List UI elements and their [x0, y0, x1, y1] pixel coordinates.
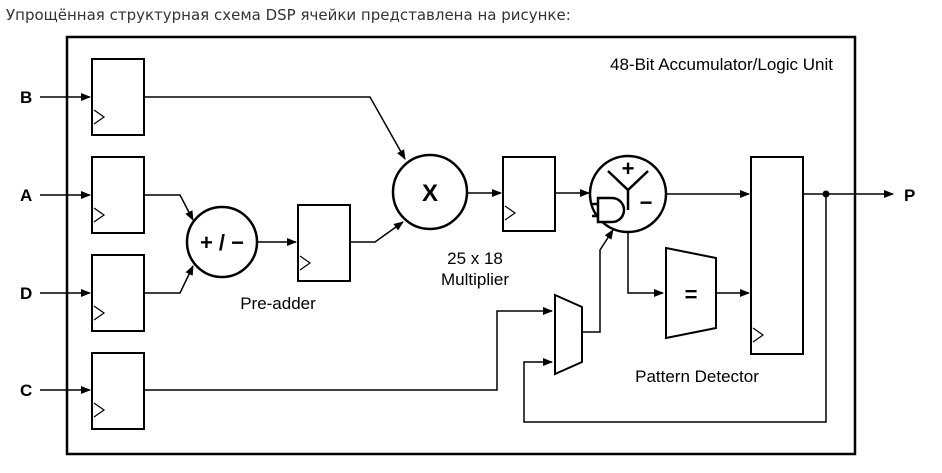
c-mux: [554, 293, 583, 376]
register-d: [91, 254, 145, 332]
pattern-detector-box: [665, 246, 717, 340]
port-b-label: B: [20, 88, 32, 107]
pre-adder-label: Pre-adder: [240, 294, 316, 313]
wire-d-to-preadder: [144, 265, 194, 294]
port-a-label: A: [20, 186, 32, 205]
wire-a-to-preadder: [144, 194, 194, 221]
port-p-label: P: [904, 186, 915, 205]
block-title: 48-Bit Accumulator/Logic Unit: [610, 55, 833, 74]
wire-b-to-multiplier: [144, 96, 406, 160]
wire-preadder-to-multiplier: [350, 221, 404, 243]
multiplier-symbol: X: [422, 180, 438, 207]
multiplier-label: Multiplier: [441, 270, 509, 289]
multiplier-circle: [391, 153, 469, 231]
register-b: [91, 58, 145, 136]
wire-alu-to-pattern: [627, 232, 664, 297]
port-c-label: C: [20, 381, 32, 400]
wire-feedback: [523, 194, 827, 423]
port-d-label: D: [20, 284, 32, 303]
pattern-detector-symbol: =: [685, 282, 698, 307]
caption: Упрощённая структурная схема DSP ячейки …: [6, 6, 571, 24]
dsp-outer-box: [65, 35, 857, 456]
alu-plus: +: [622, 156, 635, 181]
wire-c-to-mux: [144, 307, 553, 391]
register-multiplier: [502, 156, 556, 232]
alu-minus: −: [640, 190, 653, 215]
multiplier-size-label: 25 x 18: [447, 249, 503, 268]
pre-adder-symbol: + / −: [200, 230, 244, 255]
wire-mux-to-alu: [582, 229, 614, 333]
register-p: [750, 156, 804, 355]
register-a: [91, 156, 145, 234]
register-c: [91, 352, 145, 430]
register-preadder: [297, 204, 351, 282]
pattern-detector-label: Pattern Detector: [635, 367, 759, 386]
